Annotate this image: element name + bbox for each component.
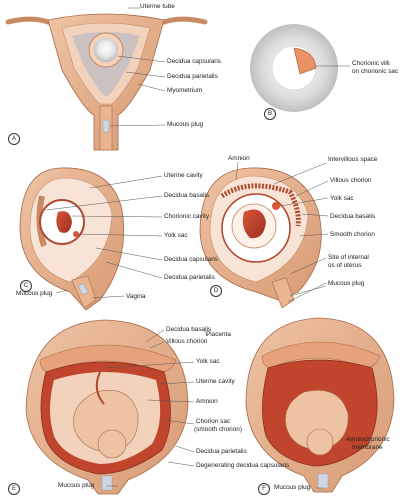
label-d-amnion: Amnion xyxy=(228,155,250,162)
label-e-chorion-sac-2: (smooth chorion) xyxy=(194,426,242,433)
label-b-chorionic-villi-1: Chorionic villi xyxy=(352,60,390,67)
label-c-mucous-plug: Mucous plug xyxy=(16,290,53,297)
label-a-decidua-parietalis: Decidua parietalis xyxy=(167,73,218,80)
panel-f-drawing xyxy=(245,317,395,493)
panel-d-drawing xyxy=(199,161,329,309)
umbilical-cord-e xyxy=(95,371,105,405)
panel-a-drawing xyxy=(5,7,208,151)
label-a-decidua-capsularis: Decidua capsularis xyxy=(167,58,221,65)
label-b-chorionic-villi-2: on chorionic sac xyxy=(352,68,399,75)
label-d-decidua-basalis: Decidua basalis xyxy=(330,213,376,220)
mucous-plug-c xyxy=(77,282,89,296)
label-e-placenta: Placenta xyxy=(206,331,231,338)
label-c-yolk-sac: Yolk sac xyxy=(164,232,188,239)
fetus-head-e xyxy=(97,429,127,459)
panel-e-letter: E xyxy=(8,483,20,495)
mucous-plug-e xyxy=(101,475,113,491)
embryo-d xyxy=(242,209,266,239)
villous-chorion-d xyxy=(220,183,301,227)
panel-d-letter: D xyxy=(210,285,222,297)
label-e-yolk-sac: Yolk sac xyxy=(196,358,220,365)
mucous-plug-a xyxy=(102,119,110,133)
label-a-myometrium: Myometrium xyxy=(167,87,203,94)
label-e-chorion-sac-1: Chorion sac xyxy=(196,418,231,425)
panel-f-letter: F xyxy=(258,483,270,495)
panel-a-letter: A xyxy=(8,133,20,145)
label-e-degenerating-capsularis: Degenerating decidua capsularis xyxy=(196,462,290,469)
label-d-site-os-1: Site of internal xyxy=(328,254,369,261)
label-e-decidua-basalis: Decidua basalis xyxy=(166,326,212,333)
mucous-plug-f xyxy=(317,473,329,489)
label-d-yolk-sac: Yolk sac xyxy=(330,195,354,202)
label-c-decidua-parietalis: Decidua parietalis xyxy=(164,274,215,281)
label-c-vagina: Vagina xyxy=(126,293,146,300)
label-d-site-os-2: os of uterus xyxy=(328,262,362,269)
yolk-sac-d xyxy=(272,202,280,210)
label-e-uterine-cavity: Uterine cavity xyxy=(196,378,235,385)
chorionic-villi-cut-b xyxy=(293,47,317,75)
blastocyst-a xyxy=(94,38,118,62)
label-d-mucous-plug: Mucous plug xyxy=(328,280,365,287)
label-e-amnion: Amnion xyxy=(196,398,218,405)
panel-b-drawing xyxy=(250,24,350,112)
label-c-decidua-basalis: Decidua basalis xyxy=(164,192,210,199)
embryo-c xyxy=(56,211,72,233)
yolk-sac-c xyxy=(73,231,79,237)
label-f-amniochorionic-2: membrane xyxy=(352,444,383,451)
label-a-uterine-tube: Uterine tube xyxy=(140,3,175,10)
label-e-villous-chorion: Villous chorion xyxy=(166,338,208,345)
panel-b-letter: B xyxy=(264,108,276,120)
label-f-mucous-plug: Mucous plug xyxy=(274,484,311,491)
label-c-chorionic-cavity: Chorionic cavity xyxy=(164,213,210,220)
cervix-d xyxy=(271,277,295,309)
label-e-decidua-parietalis: Decidua parietalis xyxy=(196,448,247,455)
label-c-decidua-capsularis: Decidua capsularis xyxy=(164,256,218,263)
fetus-head-f xyxy=(306,428,334,456)
label-f-amniochorionic-1: Amniochorionic xyxy=(346,436,390,443)
label-d-villous-chorion: Villous chorion xyxy=(330,177,372,184)
panel-c-letter: C xyxy=(20,280,32,292)
label-d-intervillous-space: Intervillous space xyxy=(328,156,378,163)
panel-e-drawing xyxy=(25,319,209,495)
label-d-smooth-chorion: Smooth chorion xyxy=(330,231,375,238)
label-c-uterine-cavity: Uterine cavity xyxy=(164,172,203,179)
panel-c-drawing xyxy=(19,167,163,311)
label-e-mucous-plug: Mucous plug xyxy=(58,482,95,489)
label-a-mucous-plug: Mucous plug xyxy=(167,121,204,128)
